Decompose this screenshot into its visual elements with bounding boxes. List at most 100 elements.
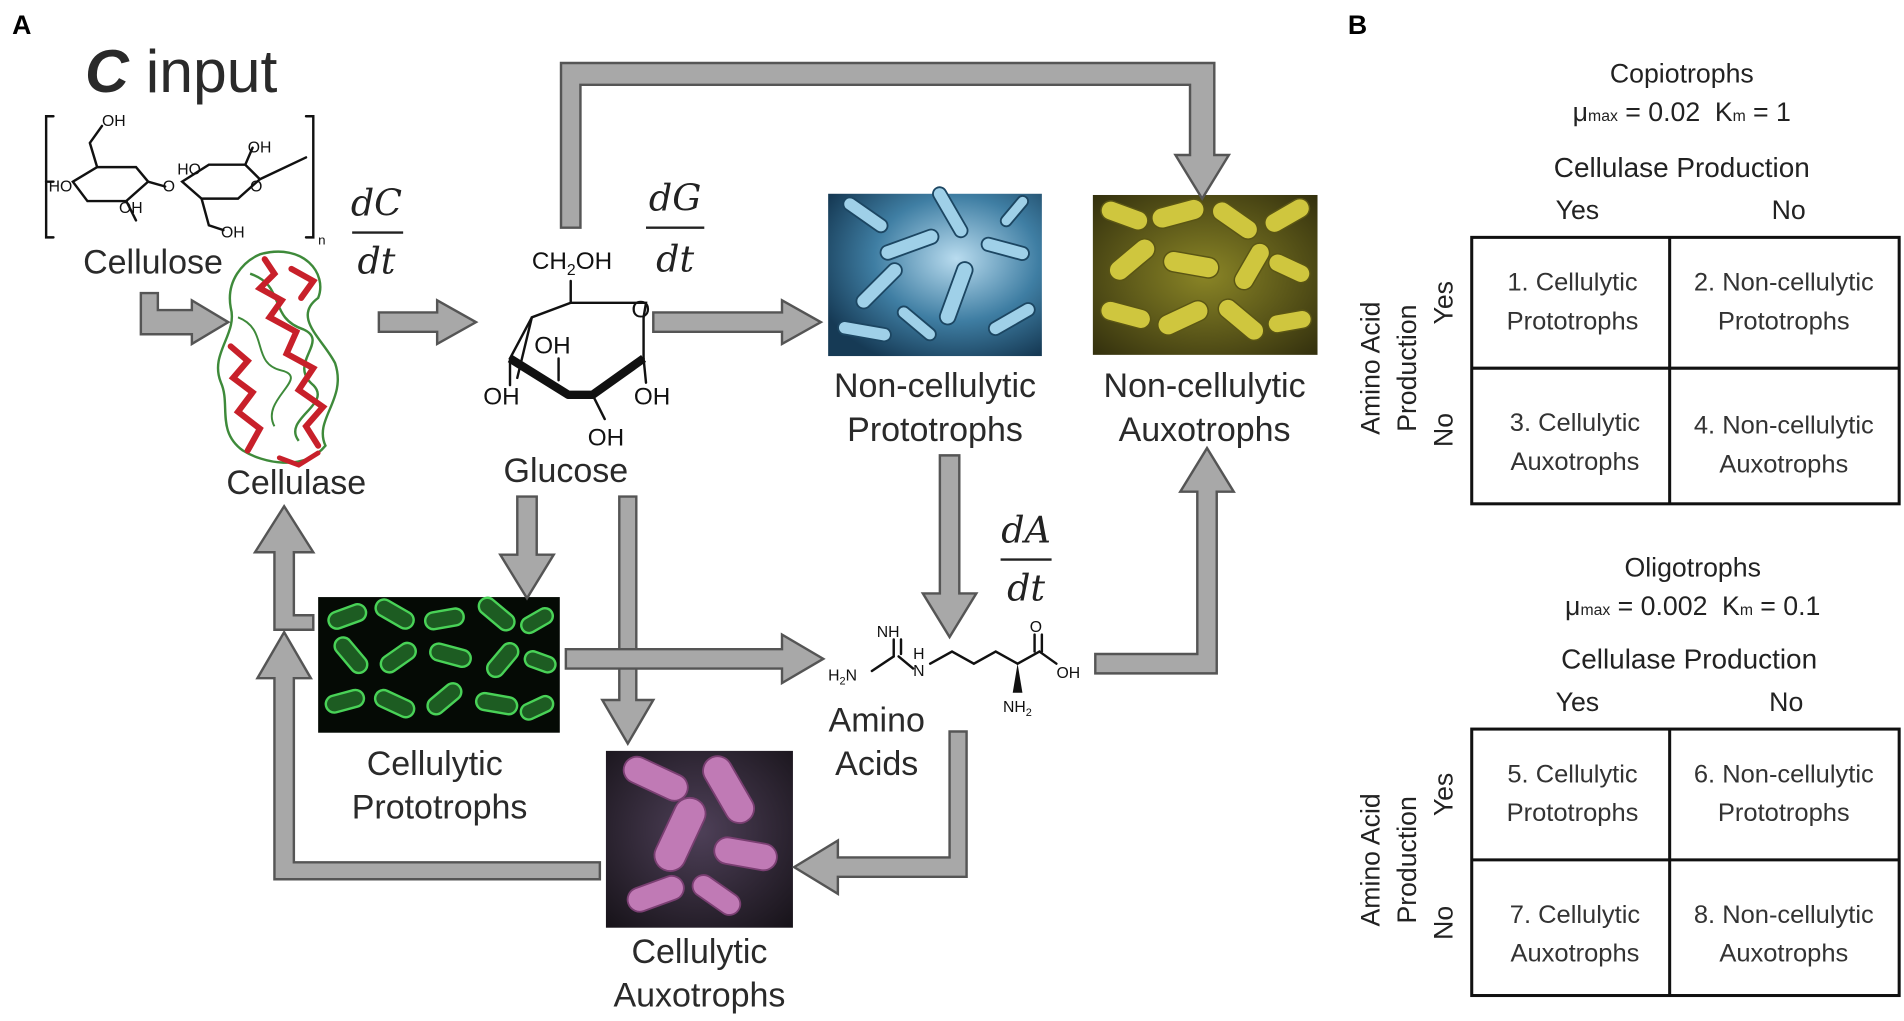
oligotrophs-row-header-line2: Production	[1392, 796, 1422, 923]
da-numerator: dA	[1001, 509, 1051, 552]
cellulytic-prototrophs-line1: Cellulytic	[367, 745, 503, 783]
copiotrophs-row-yes: Yes	[1428, 281, 1458, 324]
chem-ho-2: HO	[177, 161, 201, 178]
copiotrophs-k-sub: m	[1733, 108, 1746, 125]
chem-oh-4: OH	[221, 224, 245, 241]
arrow-cellulytic-prototrophs-to-cellulase	[252, 503, 316, 631]
glucose-structure: CH2OH O OH OH OH OH	[483, 248, 670, 452]
copiotrophs-k: K	[1715, 97, 1733, 127]
glucose-label: Glucose	[504, 452, 629, 490]
copiotrophs-col-no: No	[1772, 195, 1806, 225]
amino-acids-line1: Amino	[829, 702, 925, 740]
dg-denominator: dt	[656, 237, 694, 280]
oligotrophs-row-no: No	[1428, 906, 1458, 940]
copiotrophs-title: Copiotrophs	[1610, 58, 1754, 88]
cellulytic-prototrophs-line2: Prototrophs	[352, 789, 528, 827]
arrow-cellulytic-auxotrophs-to-cellulase	[255, 629, 602, 881]
table-cell-5-line1: 5. Cellulytic	[1507, 760, 1638, 788]
da-dt-fraction: dA dt	[1000, 509, 1052, 610]
oligotrophs-title: Oligotrophs	[1624, 553, 1761, 583]
table-cell-5-line2: Prototrophs	[1507, 799, 1639, 827]
cellulytic-prototrophs-image	[318, 596, 560, 733]
dc-numerator: dC	[351, 182, 402, 225]
copiotrophs-grid	[1470, 235, 1901, 506]
chem-n-subscript: n	[318, 233, 325, 248]
table-cell-4-line2: Auxotrophs	[1719, 450, 1848, 478]
chem-oh-1: OH	[102, 113, 126, 130]
dg-dt-fraction: dG dt	[646, 177, 705, 280]
copiotrophs-row-header-line1: Amino Acid	[1355, 302, 1385, 435]
arrow-glucose-to-noncellulytic-prototrophs	[652, 298, 824, 347]
copiotrophs-mu: μ	[1573, 97, 1588, 127]
noncellulytic-auxotrophs-image	[1092, 194, 1318, 355]
oligotrophs-col-yes: Yes	[1556, 687, 1600, 717]
glucose-ring-o: O	[631, 296, 650, 323]
oligotrophs-row-yes: Yes	[1428, 773, 1458, 816]
cellulytic-auxotrophs-line2: Auxotrophs	[613, 976, 785, 1014]
arrow-cellulase-to-glucose	[377, 298, 479, 347]
copiotrophs-mu-value: = 0.02	[1618, 97, 1700, 127]
arg-n: N	[913, 663, 924, 680]
arg-oh: OH	[1056, 665, 1080, 682]
cellulase-label: Cellulase	[226, 464, 366, 502]
oligotrophs-mu-sub: max	[1580, 602, 1610, 619]
c-input-word: input	[129, 37, 278, 105]
arrow-cellulose-to-cellulase	[139, 291, 231, 347]
chem-o-bridge: O	[163, 178, 175, 195]
panel-b-label: B	[1348, 10, 1367, 40]
dc-denominator: dt	[357, 240, 395, 283]
oligotrophs-mu-value: = 0.002	[1610, 591, 1707, 621]
arrow-amino-acids-to-cellulytic-auxotrophs	[791, 730, 968, 896]
noncellulytic-auxotrophs-line1: Non-cellulytic	[1104, 367, 1306, 405]
arg-h2n: H2N	[828, 668, 857, 688]
cellulase-protein	[216, 250, 339, 468]
cellulose-structure: OH HO OH O HO OH O OH n	[44, 113, 326, 248]
glucose-oh-right: OH	[634, 384, 670, 411]
chem-ho-1: HO	[49, 178, 73, 195]
table-cell-8-line2: Auxotrophs	[1719, 940, 1848, 968]
table-cell-3-line2: Auxotrophs	[1510, 448, 1639, 476]
panel-a-label: A	[12, 10, 31, 40]
noncellulytic-prototrophs-image	[828, 186, 1042, 357]
chem-oh-3: OH	[248, 140, 272, 157]
dg-numerator: dG	[649, 177, 701, 220]
arg-h: H	[913, 646, 924, 663]
copiotrophs-row-no: No	[1428, 413, 1458, 447]
table-cell-2-line1: 2. Non-cellulytic	[1694, 269, 1874, 297]
table-cell-4-line1: 4. Non-cellulytic	[1694, 412, 1874, 440]
cellulose-label: Cellulose	[83, 244, 223, 282]
arrow-noncellulytic-prototrophs-to-amino-acids	[920, 454, 979, 640]
oligotrophs-k-value: = 0.1	[1760, 591, 1820, 621]
oligotrophs-k-sub: m	[1740, 602, 1753, 619]
table-cell-6-line2: Prototrophs	[1718, 799, 1850, 827]
c-input-symbol: C	[85, 37, 130, 105]
arrow-glucose-to-cellulytic-prototrophs	[498, 495, 556, 601]
arrow-glucose-to-cellulytic-auxotrophs	[600, 495, 656, 747]
glucose-oh-left: OH	[483, 384, 519, 411]
copiotrophs-row-header-line2: Production	[1392, 305, 1422, 432]
oligotrophs-col-no: No	[1769, 687, 1803, 717]
da-denominator: dt	[1007, 567, 1045, 610]
table-cell-1-line2: Prototrophs	[1507, 307, 1639, 335]
oligotrophs-grid	[1470, 727, 1901, 998]
copiotrophs-mu-sub: max	[1588, 108, 1618, 125]
oligotrophs-col-header: Cellulase Production	[1561, 644, 1817, 675]
table-cell-8-line1: 8. Non-cellulytic	[1694, 901, 1874, 929]
copiotrophs-col-header: Cellulase Production	[1554, 152, 1810, 183]
table-cell-1-line1: 1. Cellulytic	[1507, 269, 1638, 297]
glucose-oh-bottom: OH	[588, 425, 624, 452]
chem-o-ring: O	[250, 178, 262, 195]
oligotrophs-row-header-line1: Amino Acid	[1355, 793, 1385, 926]
arg-o: O	[1030, 619, 1042, 636]
glucose-oh-top: OH	[534, 333, 570, 360]
arg-nh2: NH2	[1003, 699, 1032, 719]
noncellulytic-auxotrophs-line2: Auxotrophs	[1119, 411, 1291, 449]
amino-acids-line2: Acids	[835, 745, 918, 783]
table-cell-3-line1: 3. Cellulytic	[1510, 409, 1641, 437]
amino-acid-structure: NH H2N H N O OH NH2	[828, 619, 1080, 719]
